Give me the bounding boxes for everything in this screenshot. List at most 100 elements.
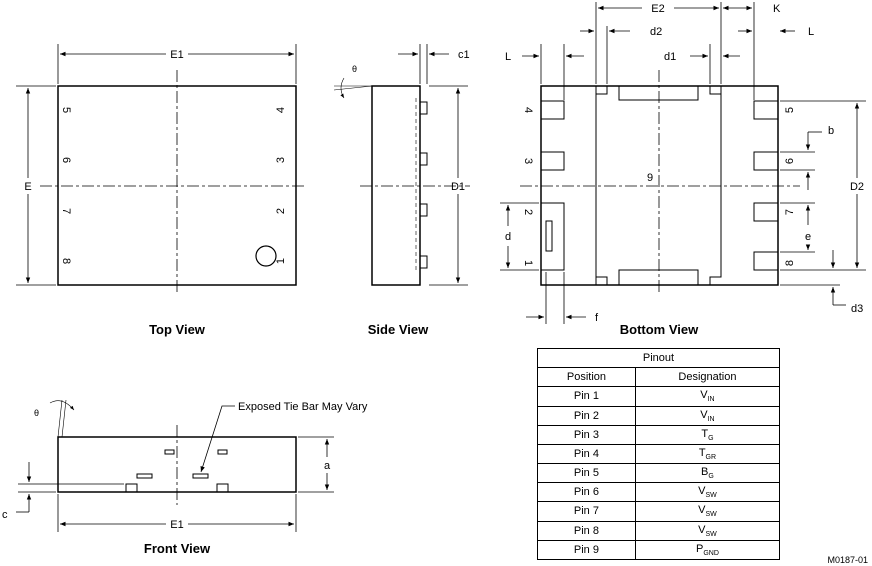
top-pin-label: 5: [60, 107, 72, 113]
front-lead: [216, 483, 229, 493]
label-d2-big: D2: [850, 181, 864, 193]
tie-bar-leader: [200, 405, 235, 473]
top-pin-labels: 5 6 7 8 4 3 2 1: [60, 107, 287, 264]
bottom-pin-labels: 4 3 2 1 5 6 7 8: [522, 107, 796, 266]
label-e1-bottom: E1: [170, 519, 183, 531]
pin-position: Pin 4: [537, 443, 636, 465]
pin-position: Pin 9: [537, 539, 636, 561]
top-pin-label: 4: [275, 107, 287, 113]
side-lead: [419, 203, 428, 217]
pin-designation: BG: [634, 463, 781, 484]
designation-main: T: [698, 446, 706, 459]
designation-subscript: IN: [707, 396, 715, 404]
bottom-pin-label: 1: [522, 260, 534, 266]
top-pin-label: 8: [60, 258, 72, 264]
side-lead: [419, 101, 428, 115]
designation-subscript: GND: [703, 549, 719, 557]
figure-id: M0187-01: [827, 555, 868, 565]
bottom-pad-5: [753, 100, 779, 120]
pin-position: Pin 3: [537, 424, 636, 445]
label-f: f: [595, 312, 599, 324]
designation-main: V: [700, 389, 708, 402]
bottom-pad-8: [753, 251, 779, 271]
bottom-pin-label: 2: [522, 209, 534, 215]
bottom-pin-label: 5: [784, 107, 796, 113]
front-view: [16, 399, 334, 532]
bottom-view-body: [540, 85, 779, 286]
label-pad-9: 9: [647, 172, 653, 184]
pin-designation: TG: [634, 424, 781, 445]
pin-designation: VIN: [634, 405, 781, 426]
col-designation-header: Designation: [634, 367, 781, 388]
designation-subscript: SW: [705, 530, 717, 538]
label-e: E: [24, 181, 31, 193]
side-view: [333, 44, 470, 286]
label-e2: E2: [651, 3, 664, 15]
designation-main: B: [701, 466, 709, 479]
pin-position: Pin 7: [537, 501, 636, 522]
designation-subscript: G: [708, 434, 714, 442]
label-l-left: L: [505, 51, 511, 63]
bottom-pin-label: 8: [784, 260, 796, 266]
thermal-pad-9: [595, 85, 722, 286]
pin-designation: VSW: [634, 482, 781, 503]
label-c1: c1: [458, 49, 470, 61]
label-d1: D1: [451, 181, 465, 193]
label-c: c: [2, 509, 8, 521]
pin-designation: VSW: [634, 501, 781, 522]
label-d3: d3: [851, 303, 863, 315]
label-d2-small: d2: [650, 26, 662, 38]
bottom-pad-3: [540, 151, 565, 171]
label-d: d: [505, 231, 511, 243]
bottom-pad-7: [753, 202, 779, 222]
bottom-view-title: Bottom View: [620, 322, 699, 337]
pin-position: Pin 8: [537, 520, 636, 541]
label-b: b: [828, 125, 834, 137]
label-k: K: [773, 3, 781, 15]
side-lead: [419, 255, 428, 269]
pin1-marker: [255, 245, 277, 267]
pin-position: Pin 6: [537, 482, 636, 503]
label-l-right: L: [808, 26, 814, 38]
pinout-title-row: Pinout: [537, 347, 780, 369]
label-d1-small: d1: [664, 51, 676, 63]
top-pin-label: 2: [275, 208, 287, 214]
top-pin-label: 6: [60, 157, 72, 163]
designation-main: P: [695, 542, 704, 555]
label-a: a: [324, 460, 331, 472]
bottom-pin-label: 7: [784, 209, 796, 215]
label-theta-front: θ: [34, 408, 39, 418]
pin-designation: VSW: [634, 520, 781, 541]
side-view-title: Side View: [368, 322, 429, 337]
top-pin-label: 7: [60, 208, 72, 214]
tie-bar: [164, 449, 175, 455]
pinout-title: Pinout: [537, 347, 780, 369]
pin-designation: VIN: [634, 386, 781, 407]
designation-subscript: SW: [705, 492, 717, 500]
tie-bar: [217, 449, 228, 455]
designation-subscript: IN: [707, 415, 715, 423]
pinout-header-row: Position Designation: [537, 367, 781, 388]
bottom-view: [500, 2, 866, 324]
bottom-pad-6: [753, 151, 779, 171]
top-pin-label: 1: [275, 258, 287, 264]
bottom-pin-label: 6: [784, 158, 796, 164]
pin-designation: PGND: [634, 539, 781, 561]
front-lead: [125, 483, 138, 493]
bottom-pin-label: 3: [522, 158, 534, 164]
top-pin-label: 3: [275, 157, 287, 163]
designation-main: V: [700, 408, 708, 421]
designation-main: V: [698, 523, 706, 536]
pin-designation: TGR: [634, 443, 781, 465]
pin-position: Pin 1: [537, 386, 636, 407]
